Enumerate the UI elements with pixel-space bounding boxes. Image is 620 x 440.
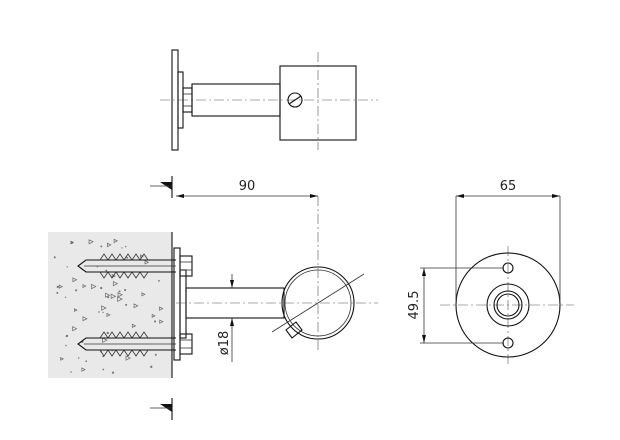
flange-boss: [486, 283, 530, 327]
concrete-speck: [154, 353, 157, 356]
flange-plate: [173, 247, 181, 361]
concrete-aggregate: [72, 277, 78, 283]
concrete-speck: [158, 279, 160, 282]
concrete-speck: [65, 334, 69, 338]
upper-nut: [179, 255, 193, 277]
concrete-aggregate: [74, 308, 78, 312]
concrete-speck: [56, 285, 59, 289]
concrete-speck: [121, 247, 123, 249]
concrete-aggregate: [117, 296, 123, 302]
concrete-speck: [96, 266, 98, 268]
flange-bore-inner: [496, 293, 520, 317]
concrete-aggregate: [105, 292, 111, 298]
concrete-speck: [124, 245, 127, 248]
concrete-speck: [102, 311, 104, 314]
concrete-speck: [66, 266, 68, 268]
concrete-aggregate: [113, 238, 119, 244]
concrete-aggregate: [159, 319, 164, 324]
concrete-speck: [53, 256, 56, 259]
concrete-speck: [125, 303, 128, 306]
concrete-speck: [105, 269, 108, 272]
concrete-speck: [154, 320, 157, 323]
concrete-speck: [100, 286, 103, 290]
dim-projection-length: 90: [239, 179, 256, 194]
concrete-aggregate: [82, 316, 88, 322]
concrete-aggregate: [110, 293, 117, 300]
concrete-aggregate: [58, 284, 64, 289]
concrete-speck: [100, 245, 103, 248]
concrete-aggregate: [112, 281, 119, 287]
flange-outline: [455, 252, 561, 358]
upper-anchor: [77, 253, 193, 279]
concrete-speck: [85, 360, 88, 363]
side-view: 65 49.5: [407, 179, 574, 364]
flange-bore-outer: [493, 290, 523, 320]
top-view: [160, 49, 378, 151]
concrete-speck: [70, 371, 72, 373]
lower-anchor: [77, 331, 193, 357]
concrete-aggregate: [88, 239, 94, 245]
concrete-aggregate: [101, 305, 107, 311]
concrete-speck: [118, 290, 121, 293]
concrete-aggregate: [91, 283, 97, 290]
dim-tube-diameter: ø18: [217, 331, 232, 356]
clamp-screw: [285, 321, 303, 339]
concrete-speck: [123, 288, 127, 292]
concrete-aggregate: [144, 260, 150, 265]
front-view: 90 ø18: [48, 176, 378, 420]
concrete-aggregate: [133, 303, 139, 309]
concrete-aggregate: [70, 240, 75, 245]
concrete-aggregate: [72, 326, 78, 332]
concrete-aggregate: [81, 367, 86, 372]
concrete-aggregate: [82, 284, 87, 289]
concrete-speck: [65, 344, 67, 347]
wall-section: [48, 232, 172, 378]
flange-step: [179, 269, 187, 339]
dim-flange-diameter: 65: [500, 179, 517, 194]
concrete-speck: [75, 289, 78, 292]
concrete-speck: [64, 296, 67, 299]
concrete-aggregate: [159, 306, 164, 311]
lower-nut: [179, 333, 193, 355]
concrete-aggregate: [141, 292, 146, 297]
top-clamp-ring: [279, 65, 357, 141]
concrete-aggregate: [131, 323, 137, 328]
clamp-ring: [281, 266, 355, 340]
concrete-aggregate: [60, 357, 65, 361]
concrete-speck: [56, 291, 59, 294]
concrete-aggregate: [117, 292, 123, 298]
concrete-speck: [111, 371, 115, 374]
concrete-aggregate: [106, 242, 112, 248]
concrete-speck: [102, 368, 105, 371]
dim-hole-spacing: 49.5: [407, 291, 422, 320]
concrete-aggregate: [125, 355, 131, 361]
concrete-speck: [77, 357, 80, 359]
top-clamp-screw: [287, 92, 303, 108]
concrete-aggregate: [151, 313, 156, 318]
concrete-aggregate: [106, 312, 111, 317]
concrete-speck: [150, 365, 153, 368]
concrete-speck: [107, 296, 110, 299]
concrete-aggregate: [102, 337, 108, 343]
concrete-speck: [98, 311, 100, 313]
concrete-speck: [106, 331, 109, 335]
concrete-speck: [126, 256, 129, 259]
